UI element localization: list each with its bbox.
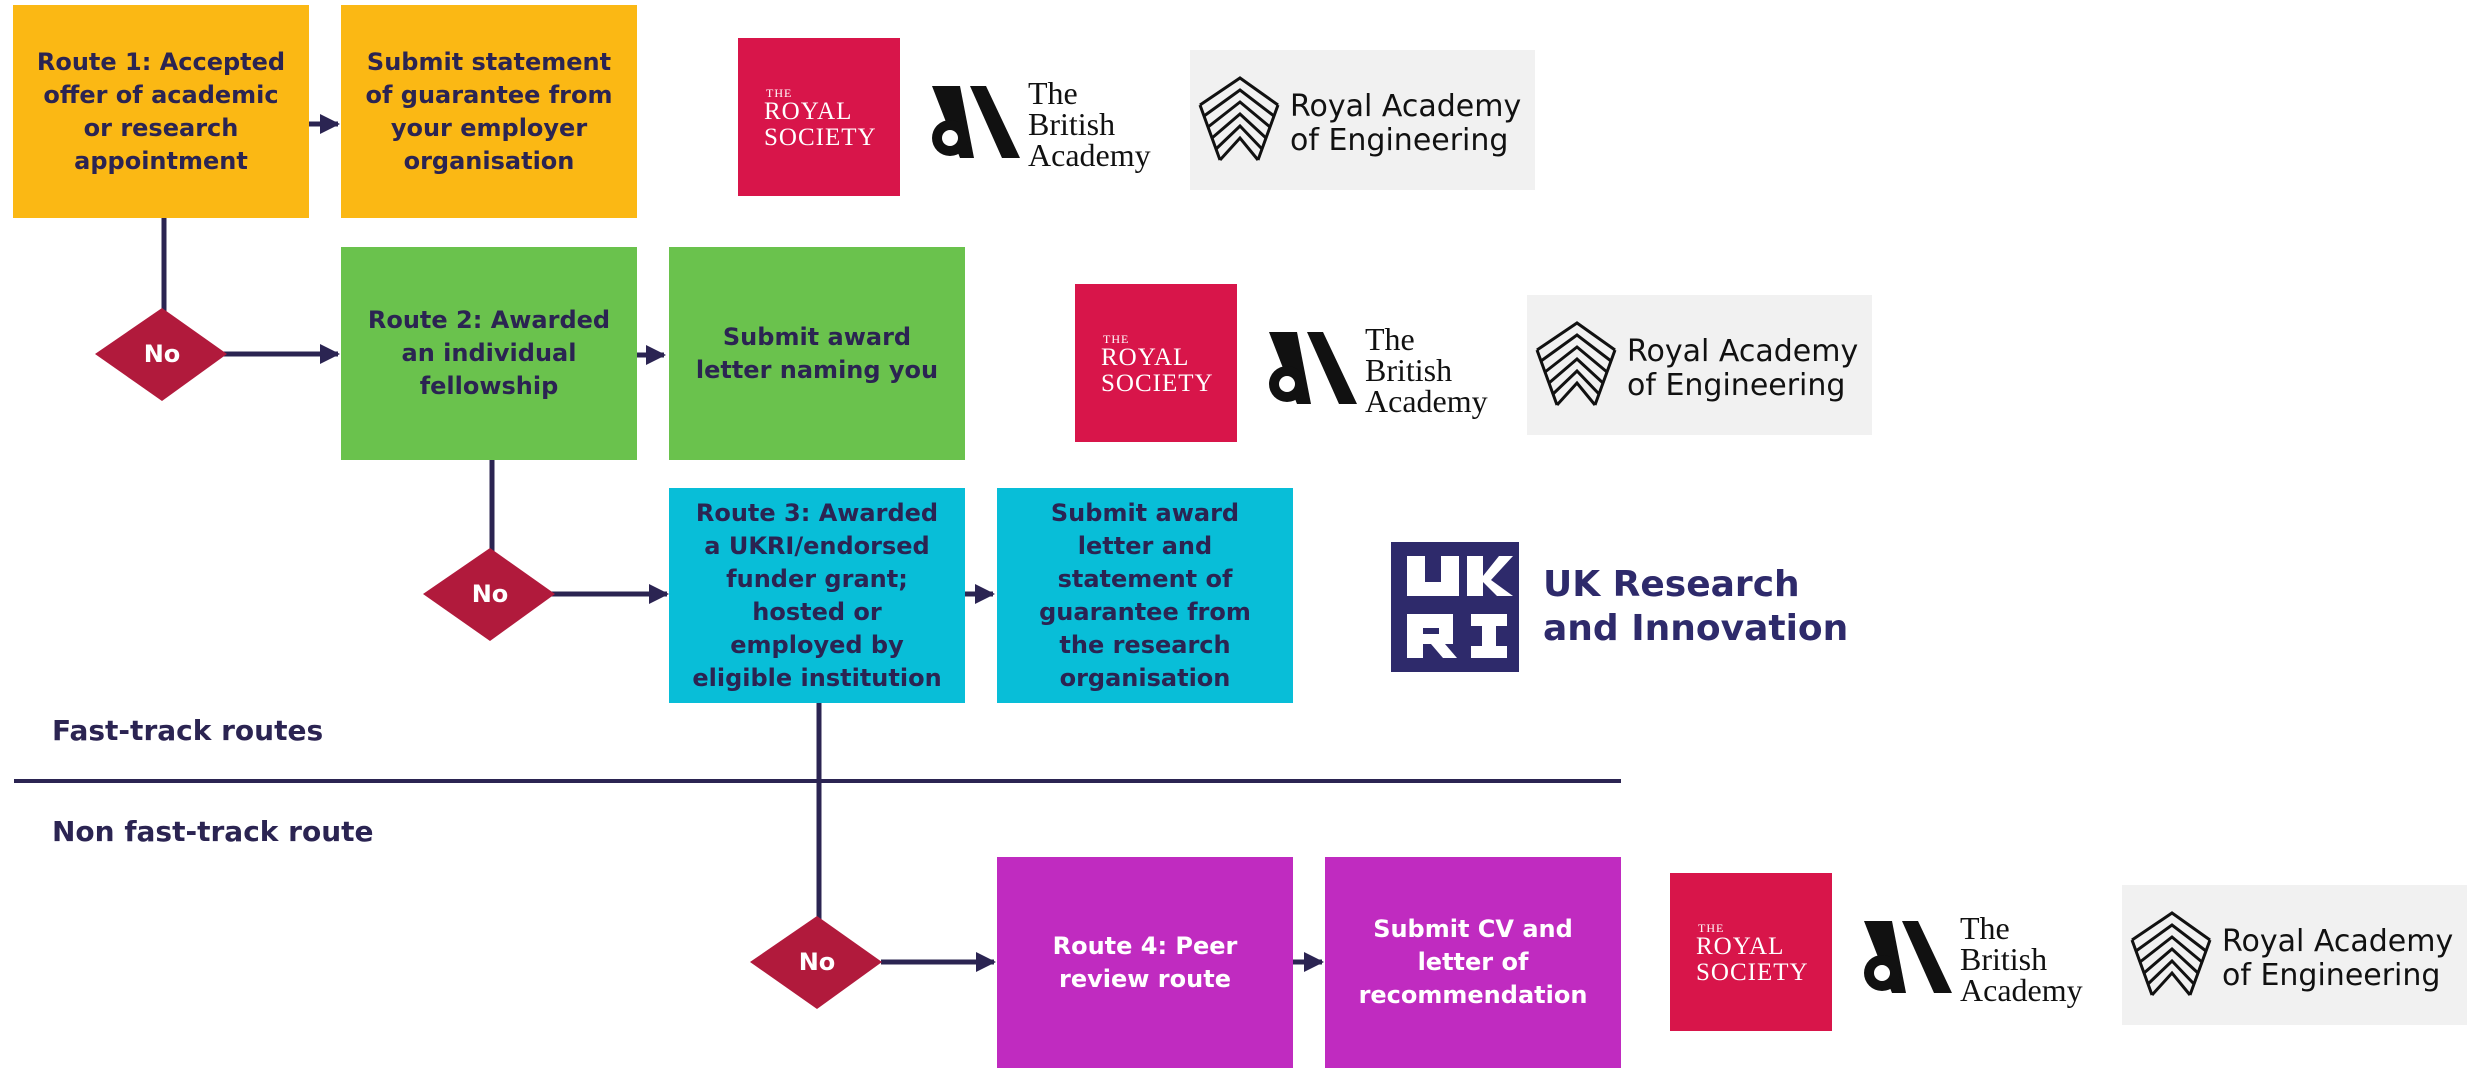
british-academy-logo: The British Academy (930, 72, 1170, 172)
royal-society-royal: ROYAL (1101, 344, 1190, 371)
decision-diamond-3 (750, 916, 882, 1009)
decision-label-3: No (798, 948, 836, 976)
ukri-line1: UK Research (1543, 564, 1800, 605)
british-academy-line3: Academy (1960, 972, 2083, 1008)
route2-box: Route 2: Awarded an individual fellowshi… (341, 247, 637, 460)
rae-line2: of Engineering (2222, 958, 2441, 993)
royal-society-logo: THE ROYAL SOCIETY (738, 38, 900, 196)
royal-society-the: THE (1103, 332, 1130, 346)
royal-society-logo: THE ROYAL SOCIETY (1075, 284, 1237, 442)
route4-text: Route 4: Peer review route (1052, 931, 1238, 993)
route2-action-box: Submit award letter naming you (669, 247, 965, 460)
british-academy-mark-icon (1269, 332, 1357, 404)
british-academy-line1: The (1028, 75, 1078, 111)
royal-society-the: THE (766, 86, 793, 100)
royal-society-royal: ROYAL (764, 98, 853, 125)
rae-mark-icon (2130, 911, 2212, 997)
route2-text: Route 2: Awarded an individual fellowshi… (367, 306, 611, 400)
british-academy-line2: British (1365, 352, 1453, 388)
british-academy-mark-icon (1864, 921, 1952, 993)
ukri-line2: and Innovation (1543, 608, 1849, 649)
route1-text: Route 1: Accepted offer of academic or r… (36, 47, 286, 175)
british-academy-line3: Academy (1365, 383, 1488, 419)
route3-action-box: Submit award letter and statement of gua… (997, 488, 1293, 703)
route2-action-text: Submit award letter naming you (695, 322, 939, 384)
royal-society-society: SOCIETY (764, 124, 877, 151)
ukri-mark-icon (1407, 556, 1513, 658)
british-academy-mark-icon (932, 86, 1020, 158)
route3-text: Route 3: Awarded a UKRI/endorsed funder … (692, 498, 942, 692)
route4-action-box: Submit CV and letter of recommendation (1325, 857, 1621, 1068)
route4-action-text: Submit CV and letter of recommendation (1358, 915, 1588, 1009)
rae-line1: Royal Academy (1627, 334, 1859, 369)
british-academy-line2: British (1028, 106, 1116, 142)
route3-action-text: Submit award letter and statement of gua… (1039, 498, 1251, 692)
ukri-logo-mark (1391, 542, 1519, 672)
british-academy-line1: The (1960, 910, 2010, 946)
route1-action-text: Submit statement of guarantee from your … (365, 47, 613, 175)
rae-mark-icon (1535, 321, 1617, 407)
royal-society-logo: THE ROYAL SOCIETY (1670, 873, 1832, 1031)
non-fast-track-label: Non fast-track route (52, 815, 374, 848)
decision-label-1: No (143, 340, 181, 368)
rae-mark-icon (1198, 76, 1280, 162)
rae-line1: Royal Academy (1290, 89, 1522, 124)
royal-society-society: SOCIETY (1101, 370, 1214, 397)
fast-track-label: Fast-track routes (52, 714, 324, 747)
ukri-logo-text: UK Research and Innovation (1543, 563, 1848, 651)
rae-line2: of Engineering (1290, 123, 1509, 158)
decision-diamond-2 (423, 548, 555, 641)
rae-logo: Royal Academy of Engineering (1190, 50, 1535, 190)
rae-line1: Royal Academy (2222, 924, 2454, 959)
rae-logo: Royal Academy of Engineering (1527, 295, 1872, 435)
decision-label-2: No (471, 580, 509, 608)
rae-line2: of Engineering (1627, 368, 1846, 403)
route1-box: Route 1: Accepted offer of academic or r… (13, 5, 309, 218)
british-academy-line3: Academy (1028, 137, 1151, 173)
british-academy-line2: British (1960, 941, 2048, 977)
rae-logo: Royal Academy of Engineering (2122, 885, 2467, 1025)
british-academy-logo: The British Academy (1267, 318, 1507, 418)
royal-society-society: SOCIETY (1696, 959, 1809, 986)
royal-society-the: THE (1698, 921, 1725, 935)
route1-action-box: Submit statement of guarantee from your … (341, 5, 637, 218)
route3-box: Route 3: Awarded a UKRI/endorsed funder … (669, 488, 965, 703)
route4-box: Route 4: Peer review route (997, 857, 1293, 1068)
decision-diamond-1 (95, 308, 227, 401)
british-academy-line1: The (1365, 321, 1415, 357)
royal-society-royal: ROYAL (1696, 933, 1785, 960)
british-academy-logo: The British Academy (1862, 907, 2102, 1007)
